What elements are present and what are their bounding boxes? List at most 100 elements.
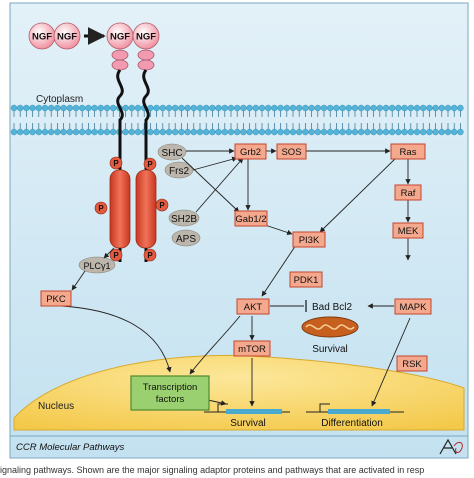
phospho-site: P: [143, 248, 157, 262]
transcription-factors-line1: Transcription: [143, 382, 198, 393]
phospho-label: P: [113, 251, 119, 260]
akt-label: AKT: [244, 302, 263, 313]
pdk1-node: PDK1: [289, 271, 323, 288]
ngf-dimer-bound: NGF NGF: [106, 22, 160, 50]
gene-promoters: [204, 403, 404, 414]
survival-gene: [226, 409, 282, 414]
receptor-lobe: [137, 49, 155, 61]
receptor-lobe: [111, 49, 129, 61]
receptor-stalk: [116, 69, 124, 170]
survival-outcome-label: Survival: [230, 418, 266, 429]
ras-node: Ras: [390, 143, 426, 160]
arrow-mapk-differentiation: [371, 317, 411, 407]
ngf-label: NGF: [32, 32, 52, 43]
gab-node: Gab1/2: [234, 210, 268, 227]
mitochondrion-survival-label: Survival: [312, 344, 348, 355]
trka-receptor-extracellular: [111, 49, 155, 170]
phospho-site: P: [143, 157, 157, 171]
pi3k-node: PI3K: [292, 231, 326, 248]
sos-label: SOS: [281, 147, 301, 158]
grb2-label: Grb2: [240, 147, 261, 158]
arrow-frs2-grb2: [192, 156, 238, 171]
plasma-membrane: [10, 104, 464, 136]
pathway-arrows: [61, 148, 411, 407]
ngf-dimer-unbound: NGF NGF: [28, 22, 81, 50]
phospho-label: P: [147, 251, 153, 260]
phospho-site: P: [155, 198, 169, 212]
mek-node: MEK: [392, 222, 424, 239]
trka-receptor-intracellular: [109, 169, 157, 262]
differentiation-outcome-label: Differentiation: [321, 418, 383, 429]
arrow-shc-gab: [181, 157, 240, 213]
adaptor-proteins: SHC Frs2 SH2B APS PLCγ1: [78, 143, 201, 274]
transcription-factors-line2: factors: [156, 394, 185, 405]
arrow-ras-pi3k: [319, 157, 397, 233]
arrow-plcg1-pkc: [71, 270, 86, 291]
figure-caption-fragment: ignaling pathways. Shown are the major s…: [0, 465, 424, 475]
aps-adaptor: [171, 229, 201, 247]
plcg1-label: PLCγ1: [83, 261, 110, 271]
mitochondrion-icon: [301, 316, 359, 338]
pkc-label: PKC: [46, 294, 66, 305]
mek-label: MEK: [398, 226, 419, 237]
gab-label: Gab1/2: [235, 214, 266, 225]
phospho-site: P: [109, 248, 123, 262]
sos-node: SOS: [276, 143, 307, 160]
journal-footer: CCR Molecular Pathways: [16, 442, 124, 453]
arrow-sh2b-grb2: [195, 157, 244, 213]
rsk-node: RSK: [396, 355, 428, 372]
ngf-label: NGF: [110, 32, 130, 43]
arrow-akt-tf: [189, 315, 241, 375]
transcription-factors-box: [130, 375, 210, 411]
pkc-node: PKC: [40, 290, 72, 307]
phospho-label: P: [98, 204, 104, 213]
receptor-stalk: [142, 69, 150, 170]
mapk-node: MAPK: [394, 298, 432, 315]
promoter-arrow: [217, 403, 228, 412]
ngf-molecule: [53, 22, 81, 50]
pdk1-label: PDK1: [294, 275, 319, 286]
sh2b-adaptor: [168, 209, 200, 227]
mapk-label: MAPK: [400, 302, 428, 313]
phospho-site: P: [94, 201, 108, 215]
phospho-label: P: [147, 160, 153, 169]
mtor-label: mTOR: [238, 344, 266, 355]
ras-label: Ras: [400, 147, 417, 158]
aacr-logo: [439, 438, 463, 455]
mtor-node: mTOR: [233, 340, 271, 357]
plcg1-adaptor: [78, 256, 116, 274]
frs2-label: Frs2: [169, 166, 189, 177]
akt-node: AKT: [236, 298, 270, 315]
cytoplasm-label: Cytoplasm: [36, 94, 83, 105]
promoter-arrow: [319, 403, 330, 412]
raf-label: Raf: [401, 188, 416, 199]
arrow-tf-survival-gene: [207, 399, 227, 406]
receptor-lobe: [137, 59, 155, 71]
arrow-pi3k-akt: [261, 244, 297, 297]
ngf-label: NGF: [57, 32, 77, 43]
receptor-kinase-domain: [109, 169, 131, 249]
grb2-node: Grb2: [234, 143, 267, 160]
differentiation-gene: [328, 409, 390, 414]
bad-bcl2-label: Bad Bcl2: [312, 302, 352, 313]
aps-label: APS: [176, 234, 196, 245]
sh2b-label: SH2B: [171, 214, 197, 225]
ngf-label: NGF: [136, 32, 156, 43]
receptor-kinase-domain: [135, 169, 157, 249]
pi3k-label: PI3K: [299, 235, 320, 246]
nucleus-label: Nucleus: [38, 401, 74, 412]
phospho-label: P: [113, 159, 119, 168]
receptor-lobe: [111, 59, 129, 71]
phosphorylation-sites: P P P P P P: [94, 156, 169, 262]
phospho-label: P: [159, 201, 165, 210]
arrow-receptor-plcg1: [103, 247, 115, 259]
arrow-pkc-tf: [61, 305, 172, 373]
rsk-label: RSK: [402, 359, 422, 370]
phospho-site: P: [109, 156, 123, 170]
shc-label: SHC: [161, 148, 182, 159]
ngf-molecule: [132, 22, 160, 50]
shc-adaptor: [157, 143, 187, 161]
raf-node: Raf: [394, 184, 422, 201]
